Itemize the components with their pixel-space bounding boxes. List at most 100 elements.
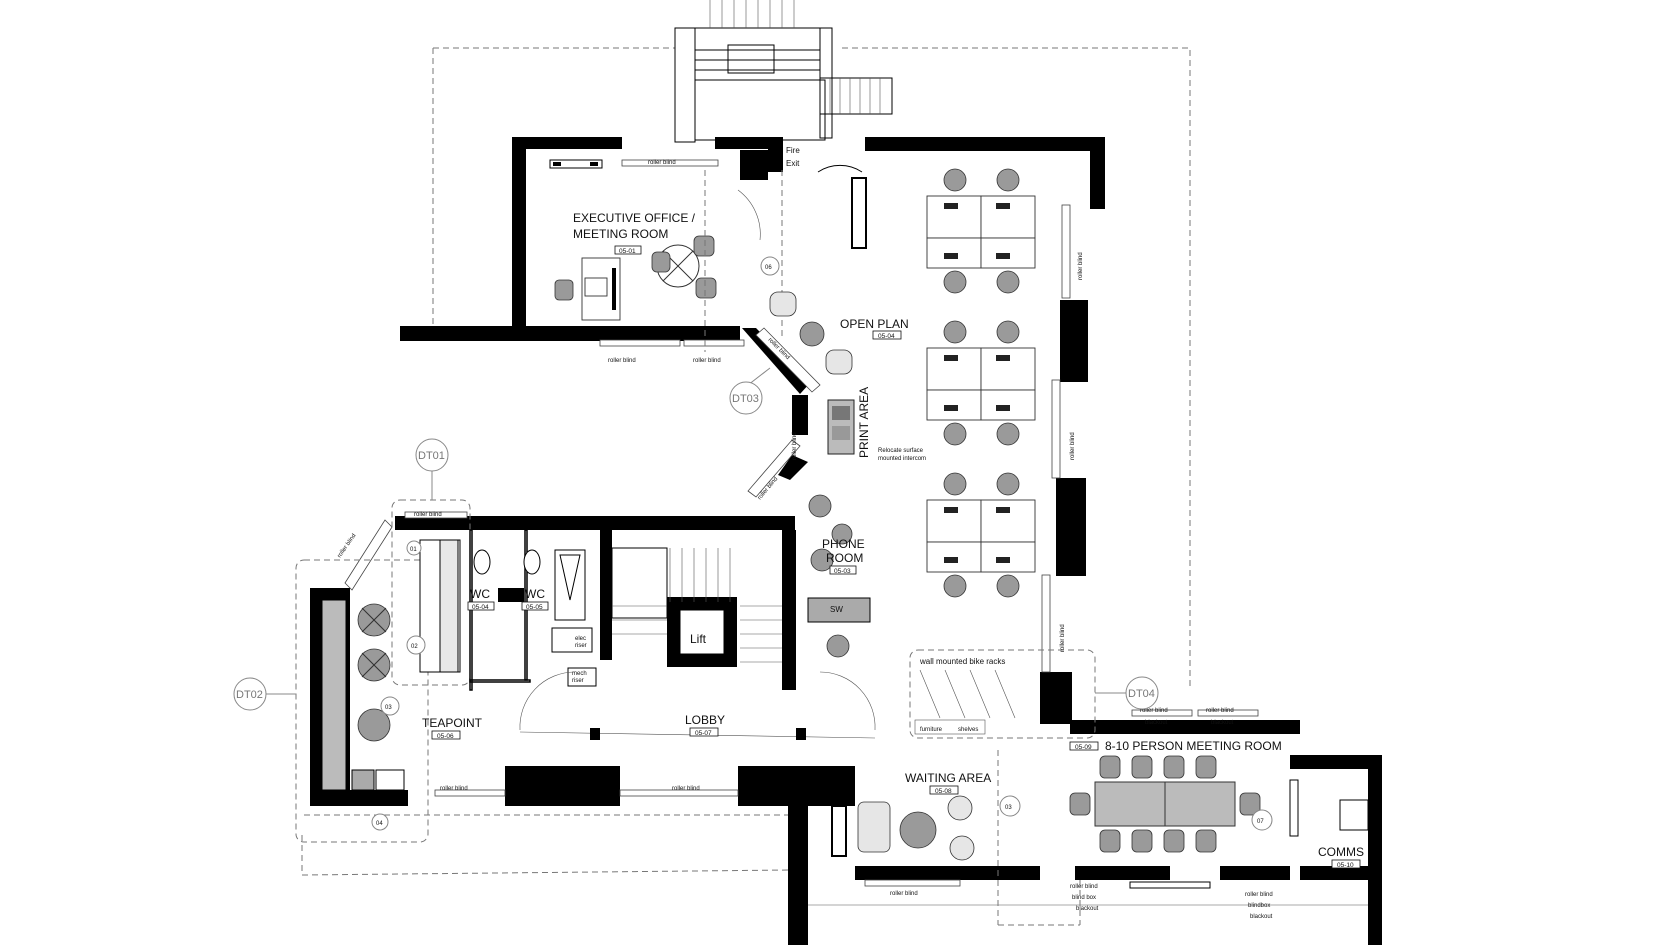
print-area-title: PRINT AREA — [857, 387, 871, 458]
roller-blind-meeting-2a: roller blind — [1206, 708, 1234, 714]
glazing — [344, 159, 1259, 887]
dt02-detail-box — [295, 559, 429, 843]
core-stairs — [611, 547, 782, 663]
marker-04 — [371, 813, 389, 831]
marker-01 — [406, 540, 422, 556]
blindbox-2: blindbox — [1248, 903, 1270, 909]
teapoint-title: TEAPOINT — [422, 716, 483, 730]
bike-rack-lines — [914, 669, 1016, 735]
waiting-area-title: WAITING AREA — [905, 771, 991, 785]
lobby-door-swing-left — [519, 671, 576, 731]
waiting-furniture — [831, 795, 975, 861]
exec-office-title-2: MEETING ROOM — [573, 227, 668, 241]
blind-box-2: blind box — [1072, 895, 1096, 901]
marker-01-label: 01 — [410, 547, 417, 553]
lift-car — [679, 609, 725, 655]
comms-code: 05-10 — [1337, 862, 1354, 869]
open-plan-code-box — [872, 330, 902, 340]
lobby-code-box — [689, 727, 719, 737]
lift-label: Lift — [690, 632, 707, 646]
roller-blind-exec-top: roller blind — [648, 160, 676, 166]
phone-room-title-2: ROOM — [826, 551, 863, 565]
site-boundary — [301, 47, 1191, 876]
dt03-label: DT03 — [732, 393, 759, 405]
breakout-seating — [769, 291, 853, 572]
open-plan-code: 05-04 — [878, 333, 895, 340]
marker-03-waiting-label: 03 — [1005, 805, 1012, 811]
sw-label: SW — [830, 605, 843, 614]
comms-title: COMMS — [1318, 845, 1364, 859]
roller-blind-lobby: roller blind — [672, 786, 700, 792]
elec-riser-2: riser — [575, 643, 587, 649]
waiting-area-code-box — [929, 785, 959, 795]
exec-office-title-1: EXECUTIVE OFFICE / — [573, 211, 696, 225]
dt03-callout: DT03 — [729, 367, 771, 415]
roller-blind-east-1: roller blind — [1078, 252, 1084, 280]
wc-left-title: WC — [470, 587, 490, 601]
roller-blind-meeting-1b: blackout — [1145, 720, 1168, 726]
comms-furniture — [1289, 779, 1369, 837]
exec-door-swing — [737, 189, 761, 241]
roller-blind-exec-right: roller blind — [693, 358, 721, 364]
marker-03-waiting — [999, 795, 1021, 817]
wc-right-title: WC — [525, 587, 545, 601]
marker-02-label: 02 — [411, 644, 418, 650]
open-plan-title: OPEN PLAN — [840, 317, 909, 331]
wc-left-code: 05-04 — [472, 604, 489, 611]
wc-right-code: 05-05 — [526, 604, 543, 611]
executive-furniture — [549, 159, 717, 321]
elec-riser-1: elec — [575, 636, 586, 642]
lobby-code: 05-07 — [695, 730, 712, 737]
blind-box-1: roller blind — [1070, 884, 1098, 890]
dt01-label: DT01 — [418, 450, 445, 462]
intercom-note-1: Relocate surface — [878, 448, 924, 454]
comms-code-box — [1331, 859, 1361, 869]
workstation-clusters — [926, 168, 1036, 598]
dt04-label: DT04 — [1128, 688, 1155, 700]
meeting-furniture — [1069, 755, 1261, 889]
marker-03-label: 03 — [385, 705, 392, 711]
phone-room-code-box — [829, 565, 857, 575]
roller-blind-waiting: roller blind — [890, 891, 918, 897]
wc-fittings — [419, 529, 597, 691]
roller-blind-wc: roller blind — [414, 512, 442, 518]
dt01-callout: DT01 — [415, 438, 449, 500]
meeting-room-title: 8-10 PERSON MEETING ROOM — [1105, 739, 1282, 753]
dt02-label: DT02 — [236, 689, 263, 701]
mech-riser-1: mech — [572, 671, 587, 677]
marker-02 — [406, 635, 426, 655]
marker-06 — [760, 256, 780, 276]
meeting-room-code: 05-09 — [1075, 744, 1092, 751]
fire-exit-door-swing — [817, 164, 863, 173]
desk-cluster-1 — [926, 168, 1036, 294]
blindbox-3: blackout — [1250, 914, 1273, 920]
blind-box-3: blackout — [1076, 906, 1099, 912]
wc-left-code-box — [467, 601, 495, 611]
mech-riser-2: riser — [572, 678, 584, 684]
desk-cluster-2 — [926, 320, 1036, 446]
phone-room-title-1: PHONE — [822, 537, 865, 551]
roller-blind-teapoint-diag: roller blind — [337, 533, 358, 559]
roller-blind-meeting-1a: roller blind — [1140, 708, 1168, 714]
lobby-door-swing-right — [819, 671, 876, 731]
exec-office-code-box — [614, 245, 642, 255]
bike-rack-area — [909, 649, 1096, 739]
marker-07-label: 07 — [1257, 819, 1264, 825]
meeting-room-code-box — [1069, 741, 1099, 751]
shelves-label: shelves — [958, 727, 978, 733]
dt02-callout: DT02 — [233, 677, 296, 711]
dt01-detail-box — [391, 499, 471, 686]
marker-03 — [380, 696, 400, 716]
sw-cabinet — [807, 597, 871, 623]
lobby-title: LOBBY — [685, 713, 725, 727]
teapoint-code: 05-06 — [437, 733, 454, 740]
roller-blind-exec-left: roller blind — [608, 358, 636, 364]
furniture-label: furniture — [920, 727, 943, 733]
bike-racks-label: wall mounted bike racks — [919, 657, 1005, 666]
roller-blind-diag-2: roller blind — [792, 432, 798, 460]
blindbox-1: roller blind — [1245, 892, 1273, 898]
roller-blind-east-2: roller blind — [1070, 432, 1076, 460]
printer — [827, 399, 855, 455]
